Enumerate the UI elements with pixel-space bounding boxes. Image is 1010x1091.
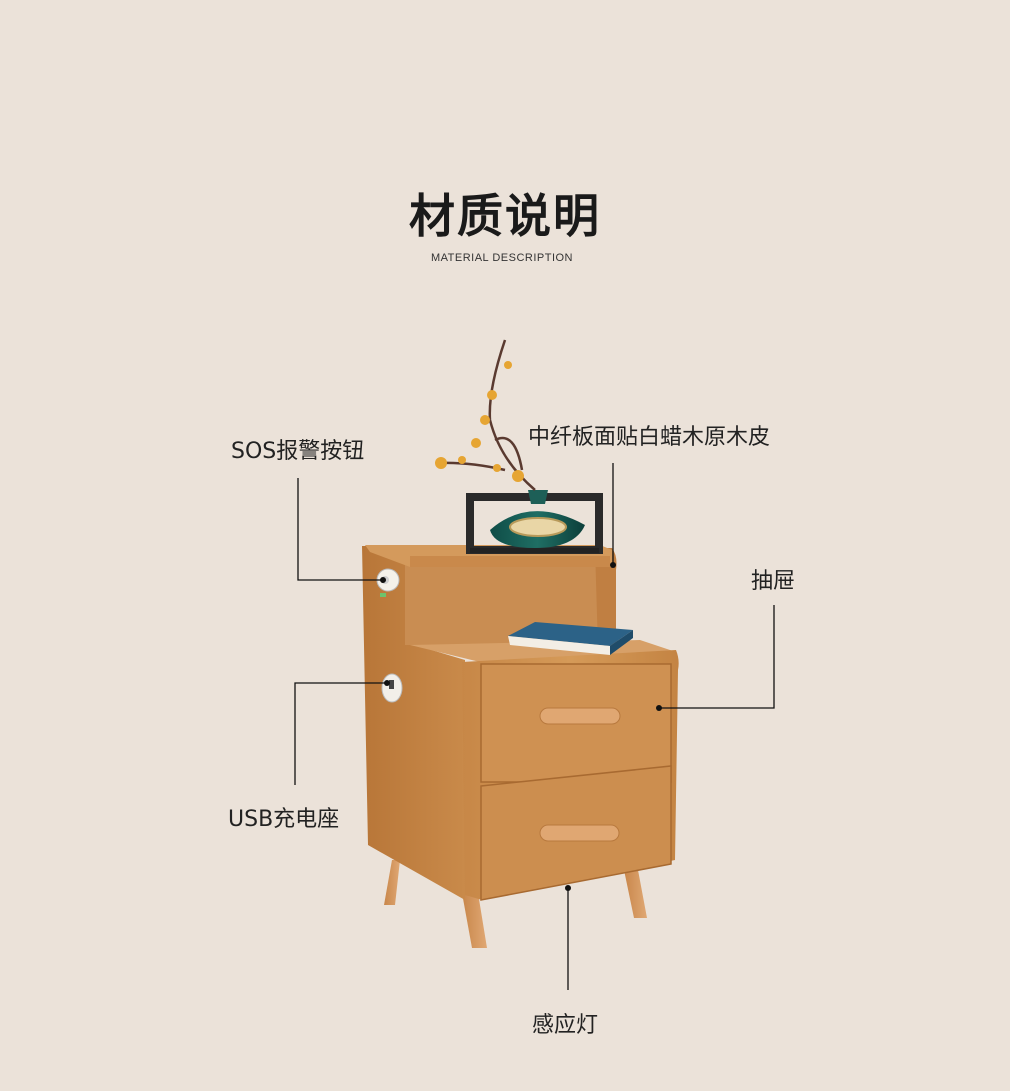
flower-blossoms [435, 361, 524, 482]
callout-usb-socket: USB充电座 [228, 807, 340, 832]
callout-panel-material: 中纤板面贴白蜡木原木皮 [528, 425, 771, 450]
book [508, 622, 633, 655]
callout-sensor-light: 感应灯 [532, 1013, 599, 1038]
page-title: 材质说明 [409, 189, 601, 243]
drawer-upper-handle [539, 707, 621, 725]
callout-drawer: 抽屉 [751, 569, 796, 594]
drawer-lower-handle [539, 824, 620, 842]
cabinet-side-panel [362, 546, 465, 900]
vase-decoration [466, 490, 603, 554]
upper-shelf-right-panel [595, 548, 617, 648]
cabinet-legs [384, 860, 647, 948]
callout-dots [380, 562, 662, 891]
page-subtitle: MATERIAL DESCRIPTION [430, 252, 574, 264]
callout-sos-button: SOS报警按钮 [231, 439, 365, 464]
flower-branch [439, 339, 536, 491]
callout-lines [294, 463, 775, 990]
